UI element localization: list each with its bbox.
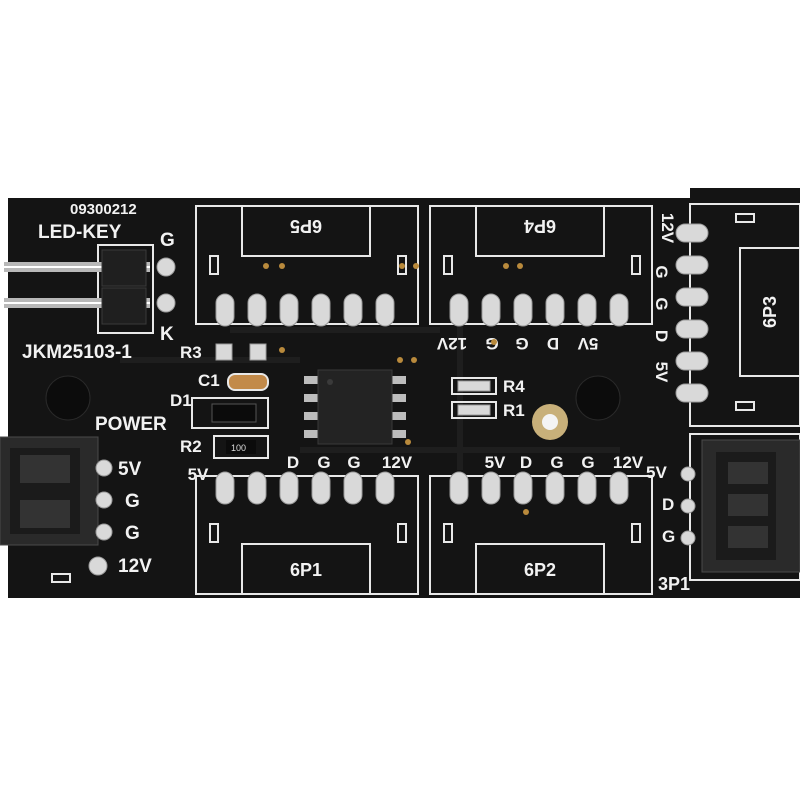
header-6p5-label-box [241,205,371,257]
header-3p1-pin-d: D [662,495,674,514]
header-6p1-pin-5v: 5V [188,465,209,484]
label-r2: R2 [180,437,202,456]
label-r3: R3 [180,343,202,362]
header-6p3-label: 6P3 [760,296,780,328]
label-r4: R4 [503,377,525,396]
led-key-title: LED-KEY [38,222,122,243]
header-3p1-pin-5v: 5V [646,463,667,482]
header-6p4-pin-g2: G [515,334,528,353]
label-c1: C1 [198,371,220,390]
led-key-pin-k: K [160,324,174,345]
header-6p3-pin-g2: G [652,297,671,310]
header-3p1-connector [680,439,800,573]
header-6p2-pin-12v: 12V [613,453,644,472]
header-6p1-pin-g2: G [347,453,360,472]
header-6p5-pins [215,293,395,327]
header-6p2-pin-g2: G [581,453,594,472]
led-key-header-pins [4,249,176,325]
header-6p2-mark-left [443,523,453,543]
power-connector [0,436,113,576]
ic-chip [304,369,406,445]
header-6p2-label: 6P2 [524,560,556,580]
header-6p3-outline [689,203,800,427]
header-6p1-label-box [241,543,371,595]
header-6p1-pins [215,471,395,505]
d1-outline [191,397,269,429]
header-6p3-pins [675,223,709,403]
header-6p2-pin-5v: 5V [485,453,506,472]
r1-pad [457,404,491,416]
header-6p2-pin-labels: 5V D G G 12V [485,453,644,472]
header-6p1-pin-g1: G [317,453,330,472]
r2-resistor [226,440,256,454]
header-6p4-pin-5v: 5V [577,334,598,353]
mount-hole-center [542,414,558,430]
header-6p5-mark-right [397,255,407,275]
header-6p2-pin-d: D [520,453,532,472]
header-3p1-pin-g: G [662,527,675,546]
header-6p1-label: 6P1 [290,560,322,580]
mount-bump-left [45,375,91,421]
header-6p4-mark-right [631,255,641,275]
header-6p3-pin-g1: G [652,265,671,278]
header-6p2-pin-g1: G [550,453,563,472]
header-6p4-pin-d: D [547,334,559,353]
header-6p4-mark-left [443,255,453,275]
header-6p3-mark-bottom [735,401,755,411]
power-pin-g2: G [125,523,140,544]
r3-pad-left [215,343,233,361]
r4-outline [451,377,497,395]
header-6p1-mark-right [397,523,407,543]
power-pin-5v: 5V [118,459,142,480]
r4-pad [457,380,491,392]
header-6p1-pin-d: D [287,453,299,472]
c1-capacitor [227,373,269,391]
r2-outline [213,435,269,459]
header-6p4-label: 6P4 [524,216,556,236]
led-key-pin-g: G [160,230,175,251]
r1-outline [451,401,497,419]
header-6p2-pins [449,471,629,505]
serial-number: 09300212 [70,201,137,218]
header-6p3-pin-12v: 12V [658,213,677,244]
pcb-board [8,188,800,598]
label-d1: D1 [170,391,192,410]
header-6p2-mark-right [631,523,641,543]
header-6p3-mark-top [735,213,755,223]
power-mark [51,573,71,583]
header-6p3-pin-labels: 12V G G D 5V [652,213,677,383]
header-6p5-label: 6P5 [290,216,322,236]
r3-pad-right [249,343,267,361]
header-6p3-label-box [739,247,800,377]
header-6p4-pins [449,293,629,327]
header-6p3-pin-d: D [652,330,671,342]
header-6p1-pin-12v: 12V [382,453,413,472]
d1-diode [211,403,257,423]
mount-bump-right [575,375,621,421]
header-6p1-pin-labels: 5V D G G 12V [188,453,413,484]
model-number: JKM25103-1 [22,342,132,363]
pcb-vias [263,263,529,515]
r2-value: 100 [231,443,246,453]
label-r1: R1 [503,401,525,420]
power-pin-g1: G [125,491,140,512]
header-6p5-mark-left [209,255,219,275]
power-title: POWER [95,414,167,435]
header-6p4-label-box [475,205,605,257]
led-key-outline [97,244,154,334]
header-6p4-pin-12v: 12V [436,334,467,353]
header-6p2-label-box [475,543,605,595]
power-pin-12v: 12V [118,556,152,577]
header-6p3-pin-5v: 5V [652,362,671,383]
header-6p1-mark-left [209,523,219,543]
header-3p1-label: 3P1 [658,574,690,594]
